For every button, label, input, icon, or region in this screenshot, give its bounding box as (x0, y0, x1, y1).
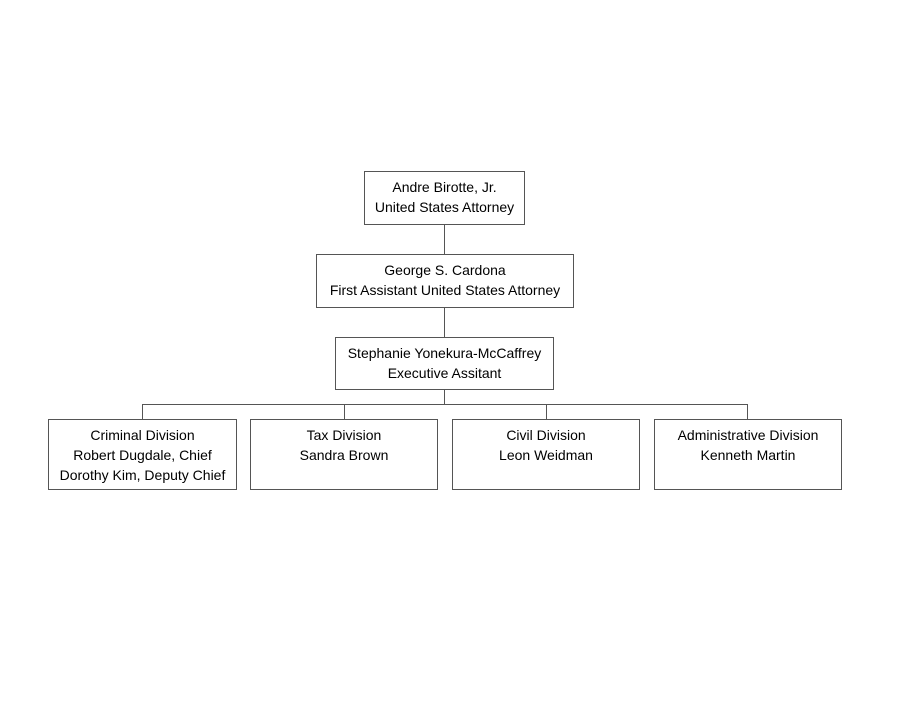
connector-executive-divisions (444, 390, 445, 404)
division-head: Sandra Brown (299, 447, 389, 463)
node-name: George S. Cardona (384, 262, 506, 278)
division-name: Tax Division (306, 427, 382, 443)
node-title: First Assistant United States Attorney (329, 282, 561, 298)
node-title: United States Attorney (374, 199, 515, 215)
division-name: Civil Division (506, 427, 586, 443)
connector-criminal-division (142, 404, 143, 419)
node-title: Executive Assitant (387, 365, 502, 381)
division-head: Leon Weidman (499, 447, 593, 463)
division-deputy-chief: Dorothy Kim, Deputy Chief (59, 467, 226, 483)
connector-attorney-first-assistant (444, 225, 445, 254)
division-name: Criminal Division (90, 427, 195, 443)
node-tax-division: Tax Division Sandra Brown (250, 419, 438, 490)
connector-tax-division (344, 404, 345, 419)
connector-civil-division (546, 404, 547, 419)
division-name: Administrative Division (677, 427, 819, 443)
node-administrative-division: Administrative Division Kenneth Martin (654, 419, 842, 490)
node-us-attorney: Andre Birotte, Jr. United States Attorne… (364, 171, 525, 225)
division-head: Kenneth Martin (700, 447, 796, 463)
division-chief: Robert Dugdale, Chief (73, 447, 212, 463)
connector-administrative-division (747, 404, 748, 419)
node-executive-assistant: Stephanie Yonekura-McCaffrey Executive A… (335, 337, 554, 390)
node-criminal-division: Criminal Division Robert Dugdale, Chief … (48, 419, 237, 490)
connector-first-assistant-executive (444, 308, 445, 337)
connector-divisions-bar (142, 404, 748, 405)
node-civil-division: Civil Division Leon Weidman (452, 419, 640, 490)
node-first-assistant: George S. Cardona First Assistant United… (316, 254, 574, 308)
node-name: Andre Birotte, Jr. (392, 179, 497, 195)
node-name: Stephanie Yonekura-McCaffrey (347, 345, 542, 361)
